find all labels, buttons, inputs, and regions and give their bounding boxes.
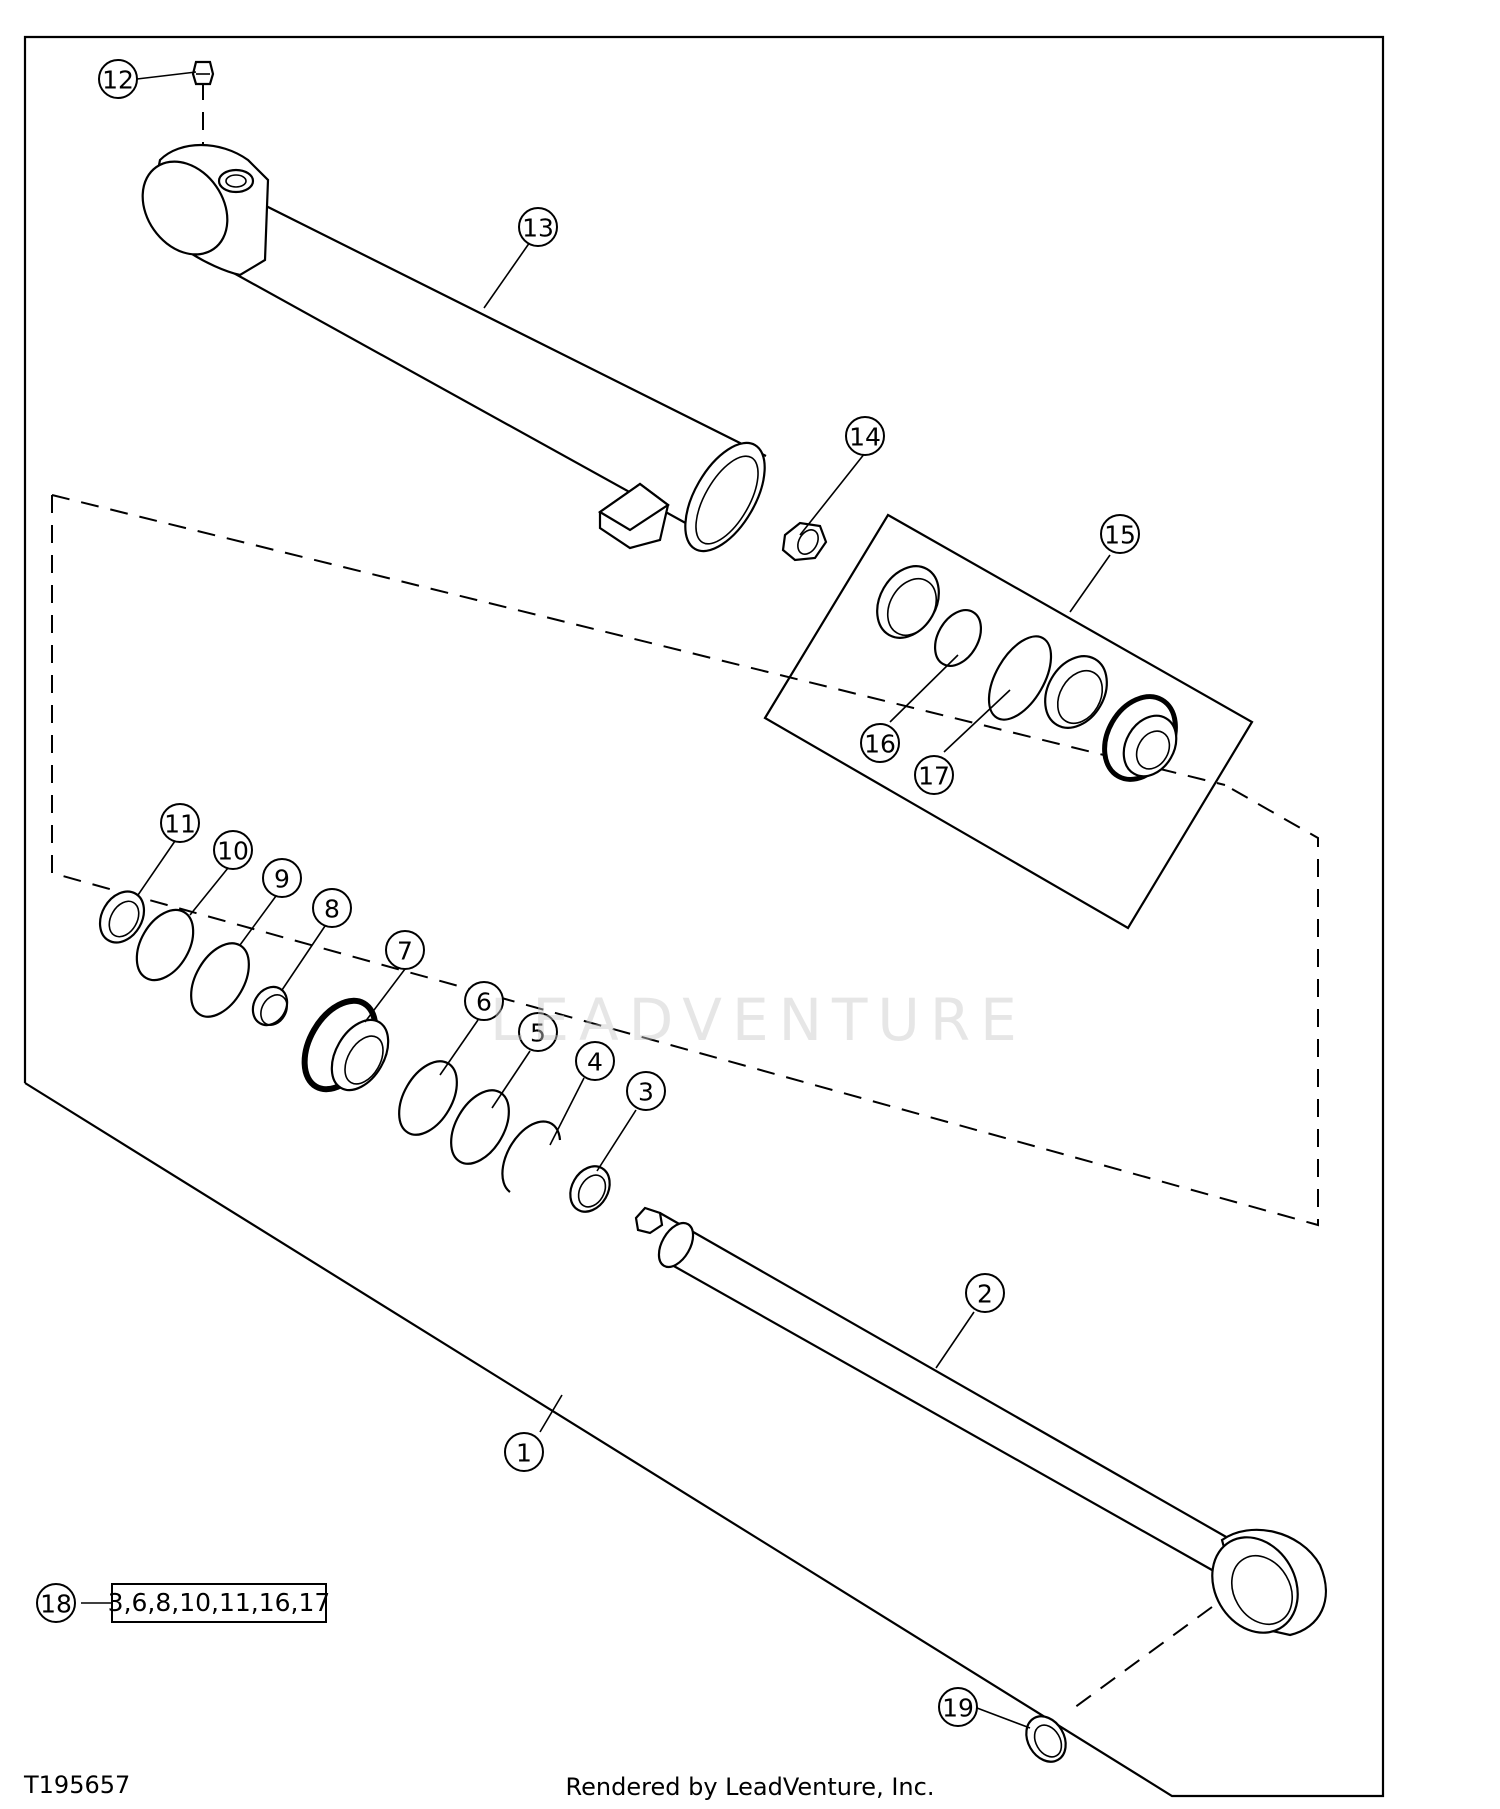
callout-15: 15 [1100, 514, 1140, 554]
callout-13: 13 [518, 207, 558, 247]
grease-fitting [191, 60, 215, 86]
seal-kit-parts [876, 565, 1178, 782]
callout-14-label: 14 [849, 423, 881, 452]
lock-nut [781, 521, 828, 562]
callout-4-label: 4 [587, 1048, 603, 1077]
bushing [1025, 1715, 1067, 1763]
callout-18-label: 18 [40, 1590, 72, 1619]
seal-kit-box [763, 513, 1254, 930]
callout-5-label: 5 [530, 1019, 546, 1048]
callout-17-label: 17 [918, 762, 950, 791]
callout-3: 3 [626, 1071, 666, 1111]
callout-18: 18 [36, 1583, 76, 1623]
callout-10: 10 [213, 830, 253, 870]
callout-14: 14 [845, 416, 885, 456]
barrel-eye-end [141, 144, 270, 277]
callout-8: 8 [312, 888, 352, 928]
callout-16: 16 [860, 723, 900, 763]
callout-16-label: 16 [864, 730, 896, 759]
callout-12-label: 12 [102, 66, 134, 95]
piston-rod [634, 1206, 1229, 1571]
callout-11-label: 11 [164, 810, 196, 839]
kit-contents-text: 3,6,8,10,11,16,17 [108, 1588, 331, 1617]
callout-2: 2 [965, 1273, 1005, 1313]
callout-7-label: 7 [397, 937, 413, 966]
credit-text: Rendered by LeadVenture, Inc. [566, 1773, 935, 1801]
piston-dashed-envelope-top [51, 494, 1226, 786]
callout-3-label: 3 [638, 1078, 654, 1107]
kit-contents-box [111, 1583, 327, 1623]
callout-1: 1 [504, 1432, 544, 1472]
callout-19-label: 19 [942, 1694, 974, 1723]
callout-1-label: 1 [516, 1439, 532, 1468]
callout-4: 4 [575, 1041, 615, 1081]
callout-15-label: 15 [1104, 521, 1136, 550]
callout-5: 5 [518, 1012, 558, 1052]
callout-9: 9 [262, 858, 302, 898]
assembly-frame [23, 35, 1385, 1798]
watermark-text: LEADVENTURE [490, 986, 1027, 1054]
callout-11: 11 [160, 803, 200, 843]
piston-seal-parts [98, 890, 611, 1213]
rod-eye-end [1211, 1528, 1327, 1637]
callout-17: 17 [914, 755, 954, 795]
figure-id: T195657 [23, 1771, 130, 1799]
piston-dashed-envelope [51, 495, 1319, 1227]
callout-6: 6 [464, 981, 504, 1021]
callout-8-label: 8 [324, 895, 340, 924]
callout-19: 19 [938, 1687, 978, 1727]
callout-13-label: 13 [522, 214, 554, 243]
leader-lines [81, 71, 1111, 1729]
callout-10-label: 10 [217, 837, 249, 866]
callout-9-label: 9 [274, 865, 290, 894]
callout-7: 7 [385, 930, 425, 970]
callout-2-label: 2 [977, 1280, 993, 1309]
callout-12: 12 [98, 59, 138, 99]
eye-dashed-guide [1066, 1606, 1213, 1714]
callout-6-label: 6 [476, 988, 492, 1017]
barrel [219, 184, 767, 553]
